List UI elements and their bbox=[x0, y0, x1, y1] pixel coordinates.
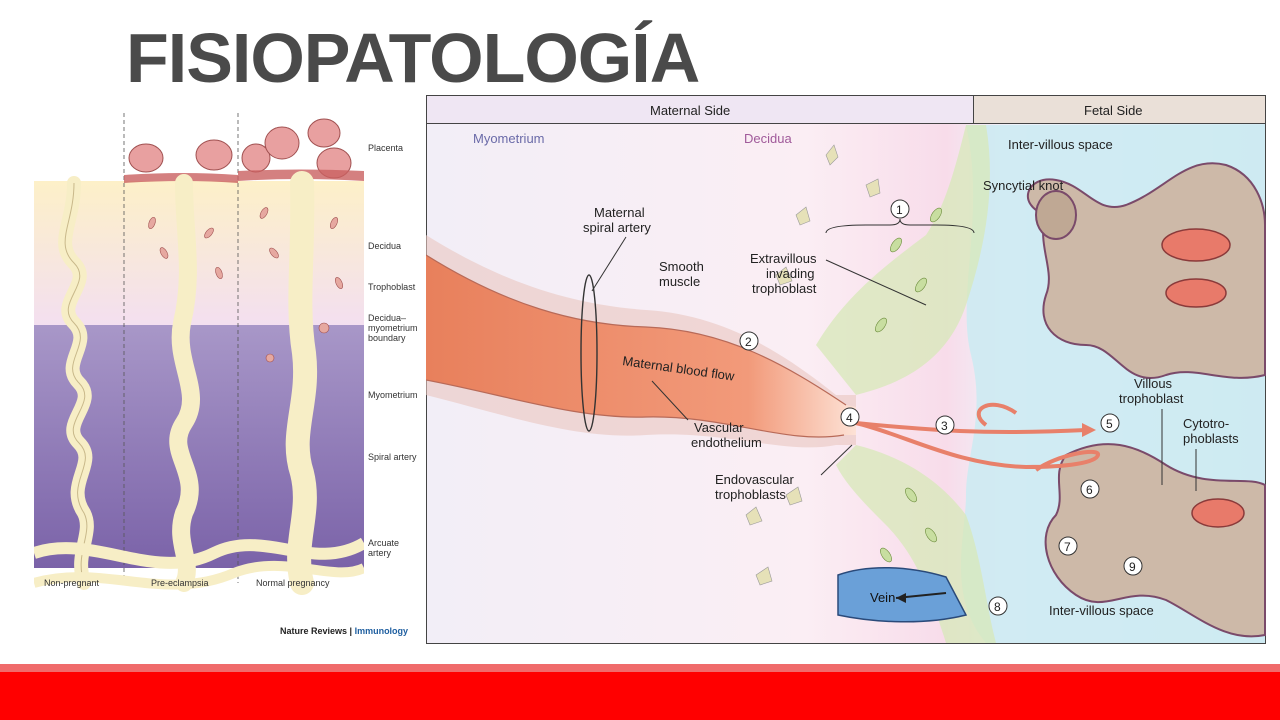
svg-text:2: 2 bbox=[745, 335, 752, 349]
marker-4: 4 bbox=[840, 407, 860, 427]
label-trophoblast: Trophoblast bbox=[368, 282, 416, 292]
figure-credit: Nature Reviews | Immunology bbox=[280, 626, 408, 636]
spiral-artery-remodeling-figure: Non-pregnant Pre-eclampsia Normal pregna… bbox=[34, 113, 364, 645]
marker-3: 3 bbox=[935, 415, 955, 435]
label-syncytial-knot: Syncytial knot bbox=[983, 178, 1064, 193]
slide-title: FISIOPATOLOGÍA bbox=[126, 19, 700, 97]
svg-text:7: 7 bbox=[1064, 540, 1071, 554]
svg-text:9: 9 bbox=[1129, 560, 1136, 574]
label-extravillous-2: invading bbox=[766, 266, 814, 281]
footer-bar bbox=[0, 672, 1280, 720]
label-boundary-3: boundary bbox=[368, 333, 406, 343]
marker-7: 7 bbox=[1058, 536, 1078, 556]
credit-separator: | bbox=[347, 626, 355, 636]
label-boundary-1: Decidua– bbox=[368, 313, 407, 323]
label-maternal-spiral-1: Maternal bbox=[594, 205, 645, 220]
label-endovascular-1: Endovascular bbox=[715, 472, 794, 487]
label-vascular-endothelium-2: endothelium bbox=[691, 435, 762, 450]
label-smooth-muscle-1: Smooth bbox=[659, 259, 704, 274]
label-cytotrophoblasts-1: Cytotro- bbox=[1183, 416, 1229, 431]
footer-accent-bar bbox=[0, 664, 1280, 672]
label-myometrium-region: Myometrium bbox=[473, 131, 545, 146]
label-arcuate-1: Arcuate bbox=[368, 538, 400, 548]
svg-text:1: 1 bbox=[896, 203, 903, 217]
label-endovascular-2: trophoblasts bbox=[715, 487, 786, 502]
svg-text:6: 6 bbox=[1086, 483, 1093, 497]
label-smooth-muscle-2: muscle bbox=[659, 274, 700, 289]
label-spiral-artery: Spiral artery bbox=[368, 452, 417, 462]
marker-1: 1 bbox=[890, 199, 910, 219]
label-placenta: Placenta bbox=[368, 143, 404, 153]
left-figure-labels: Placenta Decidua Trophoblast Decidua– my… bbox=[362, 113, 426, 583]
label-extravillous-3: trophoblast bbox=[752, 281, 817, 296]
label-intervillous-bottom: Inter-villous space bbox=[1049, 603, 1154, 618]
marker-2: 2 bbox=[739, 331, 759, 351]
label-cytotrophoblasts-2: phoblasts bbox=[1183, 431, 1239, 446]
marker-8: 8 bbox=[988, 596, 1008, 616]
credit-section: Immunology bbox=[354, 626, 409, 636]
header-maternal-side: Maternal Side bbox=[650, 103, 730, 118]
column-label-normal-pregnancy: Normal pregnancy bbox=[256, 578, 330, 588]
svg-text:3: 3 bbox=[941, 419, 948, 433]
label-boundary-2: myometrium bbox=[368, 323, 418, 333]
label-extravillous-1: Extravillous bbox=[750, 251, 817, 266]
placental-interface-diagram: Maternal Side Fetal Side bbox=[426, 95, 1266, 644]
label-intervillous-top: Inter-villous space bbox=[1008, 137, 1113, 152]
marker-5: 5 bbox=[1100, 413, 1120, 433]
label-maternal-spiral-2: spiral artery bbox=[583, 220, 651, 235]
svg-text:8: 8 bbox=[994, 600, 1001, 614]
credit-journal: Nature Reviews bbox=[280, 626, 348, 636]
svg-text:4: 4 bbox=[846, 411, 853, 425]
label-villous-trophoblast-2: trophoblast bbox=[1119, 391, 1184, 406]
header-fetal-side: Fetal Side bbox=[1084, 103, 1143, 118]
svg-text:5: 5 bbox=[1106, 417, 1113, 431]
label-arcuate-2: artery bbox=[368, 548, 392, 558]
label-myometrium: Myometrium bbox=[368, 390, 418, 400]
marker-9: 9 bbox=[1123, 556, 1143, 576]
column-label-non-pregnant: Non-pregnant bbox=[44, 578, 100, 588]
label-vascular-endothelium-1: Vascular bbox=[694, 420, 744, 435]
marker-6: 6 bbox=[1080, 479, 1100, 499]
label-vein: Vein bbox=[870, 590, 895, 605]
label-decidua: Decidua bbox=[368, 241, 402, 251]
label-villous-trophoblast-1: Villous bbox=[1134, 376, 1173, 391]
label-decidua-region: Decidua bbox=[744, 131, 792, 146]
column-label-pre-eclampsia: Pre-eclampsia bbox=[151, 578, 209, 588]
